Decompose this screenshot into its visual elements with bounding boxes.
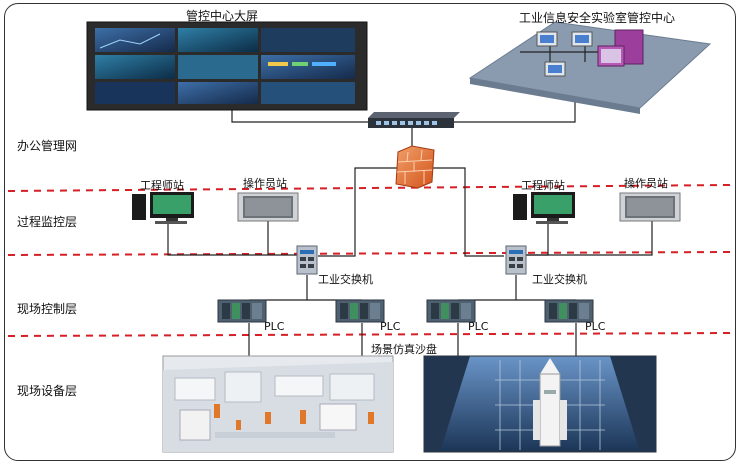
plc-label: PLC [380, 320, 401, 333]
operator-station-label: 操作员站 [243, 177, 287, 190]
industrial-switch-icon [296, 245, 318, 275]
diagram-frame [4, 3, 736, 461]
plc-label: PLC [585, 320, 606, 333]
plc-rack-icon [544, 299, 594, 323]
hmi-panel-icon [619, 192, 681, 222]
engineer-station-label: 工程师站 [521, 179, 565, 192]
layer-office-label: 办公管理网 [17, 139, 78, 153]
firewall-icon [395, 145, 435, 189]
plc-rack-icon [426, 299, 476, 323]
industrial-switch-label: 工业交换机 [318, 273, 373, 286]
pc-icon [513, 192, 575, 224]
layer-field-device-label: 现场设备层 [17, 384, 78, 398]
wall-screen [86, 21, 368, 111]
network-switch-icon [368, 112, 460, 128]
layer-dividers [7, 184, 731, 337]
rocket-sandbox-image [423, 355, 657, 453]
plc-label: PLC [468, 320, 489, 333]
factory-sandbox-image [162, 355, 394, 453]
hmi-panel-icon [237, 192, 299, 222]
plc-rack-icon [217, 299, 267, 323]
big-screen-title: 管控中心大屏 [186, 9, 259, 23]
industrial-switch-label: 工业交换机 [532, 273, 587, 286]
pc-icon [132, 192, 194, 224]
control-center-title: 工业信息安全实验室管控中心 [519, 11, 676, 25]
layer-process-label: 过程监控层 [17, 215, 78, 229]
plc-label: PLC [264, 320, 285, 333]
operator-station-label: 操作员站 [624, 177, 668, 190]
sandbox-label: 场景仿真沙盘 [371, 343, 437, 356]
layer-field-control-label: 现场控制层 [17, 302, 78, 316]
engineer-station-label: 工程师站 [140, 179, 184, 192]
lab-network-icon [468, 21, 712, 114]
plc-rack-icon [335, 299, 385, 323]
industrial-switch-icon [505, 245, 527, 275]
